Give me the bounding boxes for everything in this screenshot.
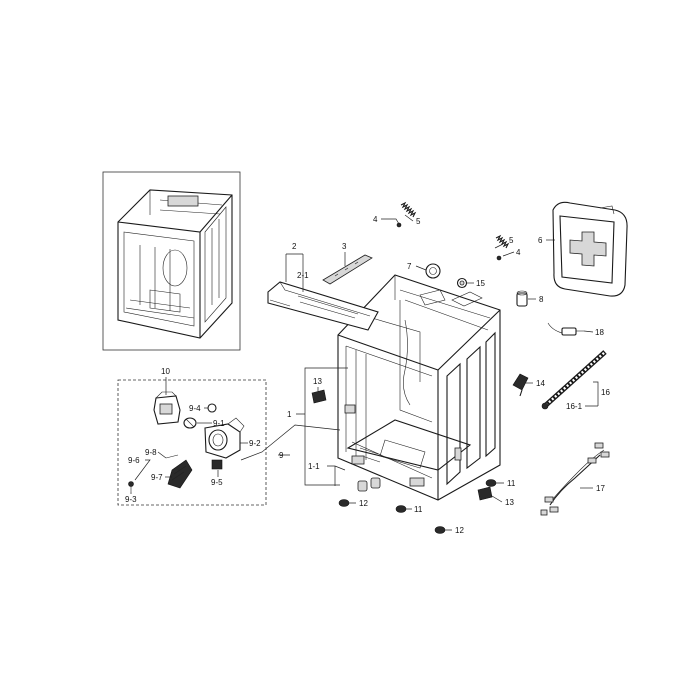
part-9-8-hose [165,454,179,459]
main-cabinet-frame [337,274,501,501]
pump-assembly-group [117,379,267,506]
part-17-wire-harness [540,442,610,516]
callout-2: 2 [292,242,297,251]
part-9-1-clamp [183,417,197,429]
inset-view [102,171,241,351]
part-7-ring [425,263,441,279]
callout-14: 14 [536,379,545,388]
callout-11a: 11 [507,479,516,488]
callout-9-2: 9-2 [249,439,261,448]
callout-3: 3 [342,242,347,251]
callout-11b: 11 [414,505,423,514]
part-8-damper [516,290,528,307]
callout-9-5: 9-5 [211,478,223,487]
part-9-2-pump-housing [204,417,245,459]
callout-2-1: 2-1 [297,271,309,280]
part-4-5-spring-right [495,234,510,261]
callout-labels: 1 1-1 2 2-1 3 4 5 5 4 6 7 15 8 18 14 16 … [125,215,610,535]
part-15-grommet [456,277,468,289]
part-13-clip-left [311,389,327,404]
callout-9-6: 9-6 [128,456,140,465]
callout-1: 1 [287,410,292,419]
callout-12a: 12 [359,499,368,508]
callout-10: 10 [161,367,170,376]
callout-5a: 5 [416,217,421,226]
inset-cabinet [117,189,233,339]
leader-lines [130,214,599,531]
callout-9-1: 9-1 [213,419,225,428]
part-11-foot-left [395,505,407,513]
callout-9-4: 9-4 [189,404,201,413]
callout-16: 16 [601,388,610,397]
callout-8: 8 [539,295,544,304]
callout-4a: 4 [373,215,378,224]
part-9-4-ring [207,403,217,413]
part-3-support-bar [322,254,373,285]
part-10-pump-motor [153,391,181,425]
part-9-5-sensor [211,459,223,470]
part-9-7-filter [167,459,193,489]
callout-5b: 5 [509,236,514,245]
callout-13b: 13 [505,498,514,507]
part-1-1-leg [357,477,381,492]
part-2-top-front-panel [267,281,379,331]
part-4-5-spring-left [396,201,417,228]
part-13-clip-right [477,486,493,501]
part-14-valve [512,373,529,397]
callout-13a: 13 [313,377,322,386]
callout-1-1: 1-1 [308,462,320,471]
part-6-gasket [552,201,628,297]
callout-17: 17 [596,484,605,493]
part-12-screw-right [434,526,446,534]
part-16-hose [541,350,607,410]
part-11-foot-right [485,479,497,487]
callout-4b: 4 [516,248,521,257]
callout-16-1: 16-1 [566,402,583,411]
callout-9-7: 9-7 [151,473,163,482]
callout-9-3: 9-3 [125,495,137,504]
callout-6: 6 [538,236,543,245]
callout-7: 7 [407,262,412,271]
callout-12b: 12 [455,526,464,535]
part-9-3-screw [128,481,134,492]
callout-9: 9 [279,451,284,460]
part-12-screw-left [338,499,350,507]
part-18-connector [547,322,584,336]
callout-9-8: 9-8 [145,448,157,457]
callout-15: 15 [476,279,485,288]
callout-18: 18 [595,328,604,337]
